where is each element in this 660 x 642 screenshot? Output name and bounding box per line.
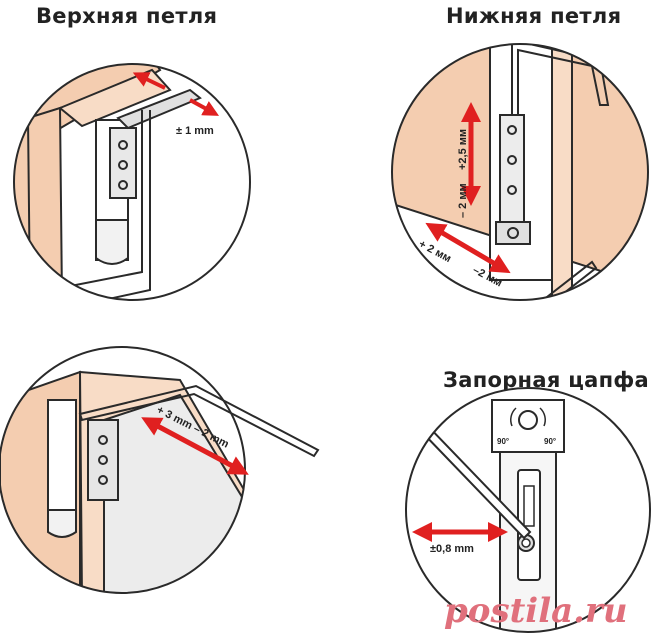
label-bottom-vertical-plus: +2,5 мм (457, 129, 469, 170)
label-pin-rotate-left: 90° (497, 437, 509, 446)
label-bottom-vertical-minus: – 2 мм (457, 183, 469, 218)
panel-locking-pin: 90° 90° ±0,8 mm (405, 387, 651, 633)
title-top-hinge: Верхняя петля (36, 4, 218, 28)
label-top-hinge-adjust: ± 1 mm (176, 125, 214, 137)
label-pin-adjust: ±0,8 mm (430, 543, 474, 555)
label-bottom-horizontal-plus: + 2 мм (417, 238, 453, 265)
panel-side-hinge: + 3 mm – 2 mm (0, 346, 320, 594)
label-pin-rotate-right: 90° (544, 437, 556, 446)
panel-top-hinge: ± 1 mm (13, 63, 251, 301)
panel-bottom-hinge: +2,5 мм – 2 мм + 2 мм –2 мм (391, 43, 649, 301)
title-locking-pin: Запорная цапфа (443, 368, 649, 392)
watermark-logo: postila.ru (444, 591, 628, 631)
title-bottom-hinge: Нижняя петля (446, 4, 622, 28)
